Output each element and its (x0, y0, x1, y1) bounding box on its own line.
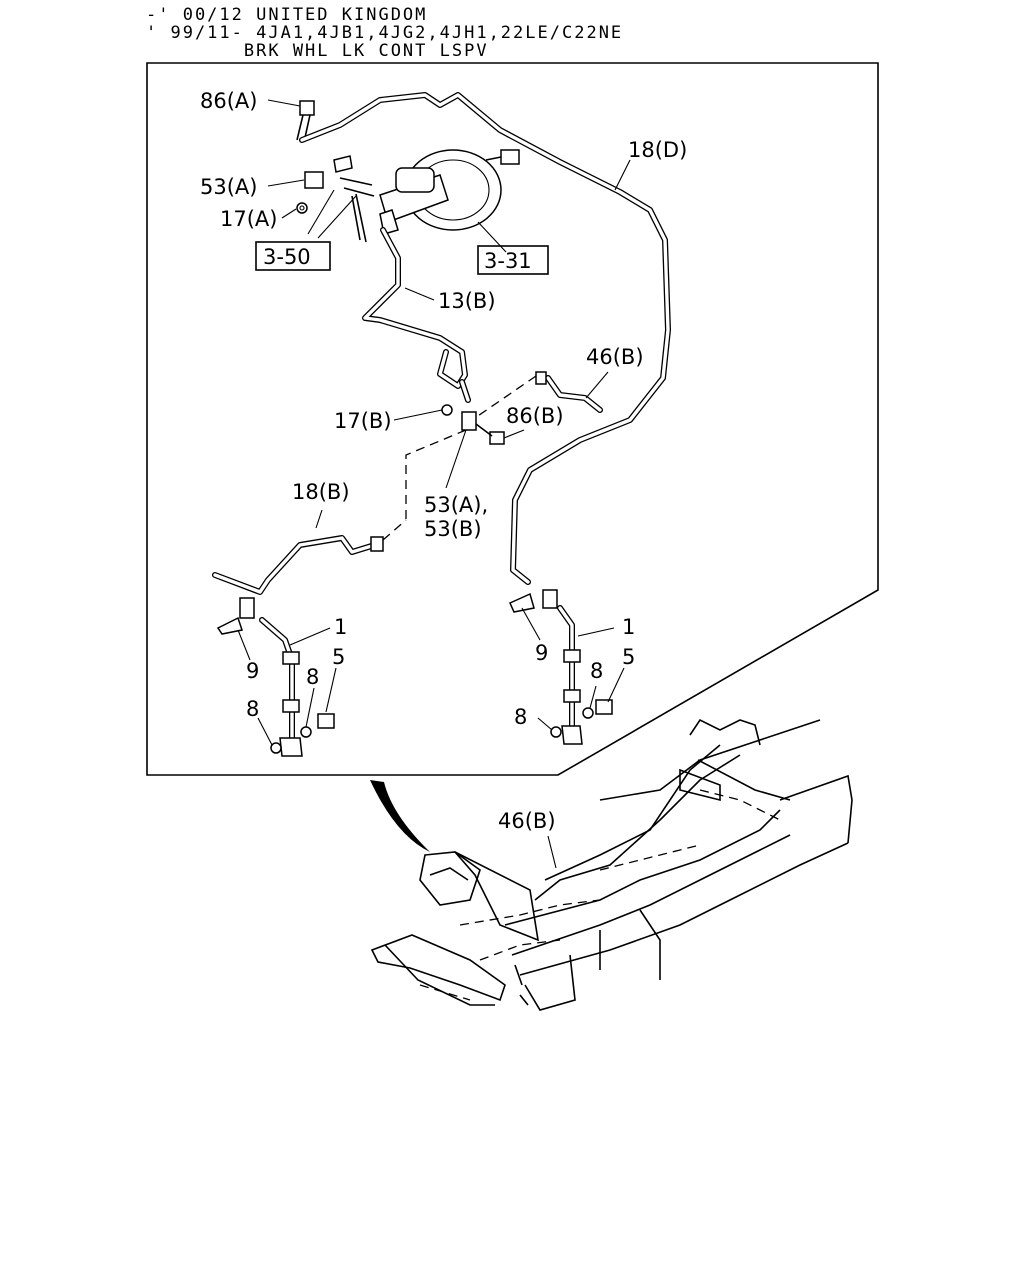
ref-box-3-50 (255, 241, 331, 271)
label-left-5: 5 (332, 645, 345, 669)
header-model-line: -' 00/12 UNITED KINGDOM (146, 5, 428, 25)
label-right-9: 9 (535, 641, 548, 665)
label-53a-53b-line1: 53(A), (424, 493, 488, 517)
junction-block (441, 404, 505, 445)
label-53a-53b-line2: 53(B) (424, 517, 482, 541)
label-17b: 17(B) (334, 409, 392, 433)
header-engine-line: ' 99/11- 4JA1,4JB1,4JG2,4JH1,22LE/C22NE (146, 23, 624, 43)
label-53a: 53(A) (200, 175, 257, 199)
right-hose-assembly (509, 589, 613, 745)
label-46b: 46(B) (586, 345, 644, 369)
label-13b: 13(B) (438, 289, 496, 313)
label-right-5: 5 (622, 645, 635, 669)
chassis-frame (370, 718, 853, 1011)
label-right-8-upper: 8 (590, 659, 603, 683)
left-hose-assembly (216, 597, 335, 757)
label-18b: 18(B) (292, 480, 350, 504)
ref-box-3-31 (477, 245, 549, 275)
connector-53a-top (296, 155, 375, 243)
ref-3-50[interactable]: 3-50 (263, 245, 311, 269)
label-right-8-lower: 8 (514, 705, 527, 729)
label-left-1: 1 (334, 615, 347, 639)
label-17a: 17(A) (220, 207, 277, 231)
ref-3-31[interactable]: 3-31 (484, 249, 532, 273)
detail-pointer-arrow (370, 780, 430, 852)
label-86b: 86(B) (506, 404, 564, 428)
header-system-line: BRK WHL LK CONT LSPV (146, 41, 489, 61)
label-left-8-upper: 8 (306, 665, 319, 689)
label-left-8-lower: 8 (246, 697, 259, 721)
brake-booster (379, 149, 520, 235)
label-left-9: 9 (246, 659, 259, 683)
detail-frame (146, 62, 879, 776)
label-frame-46b: 46(B) (498, 809, 556, 833)
label-86a: 86(A) (200, 89, 257, 113)
label-right-1: 1 (622, 615, 635, 639)
label-18d: 18(D) (628, 138, 687, 162)
